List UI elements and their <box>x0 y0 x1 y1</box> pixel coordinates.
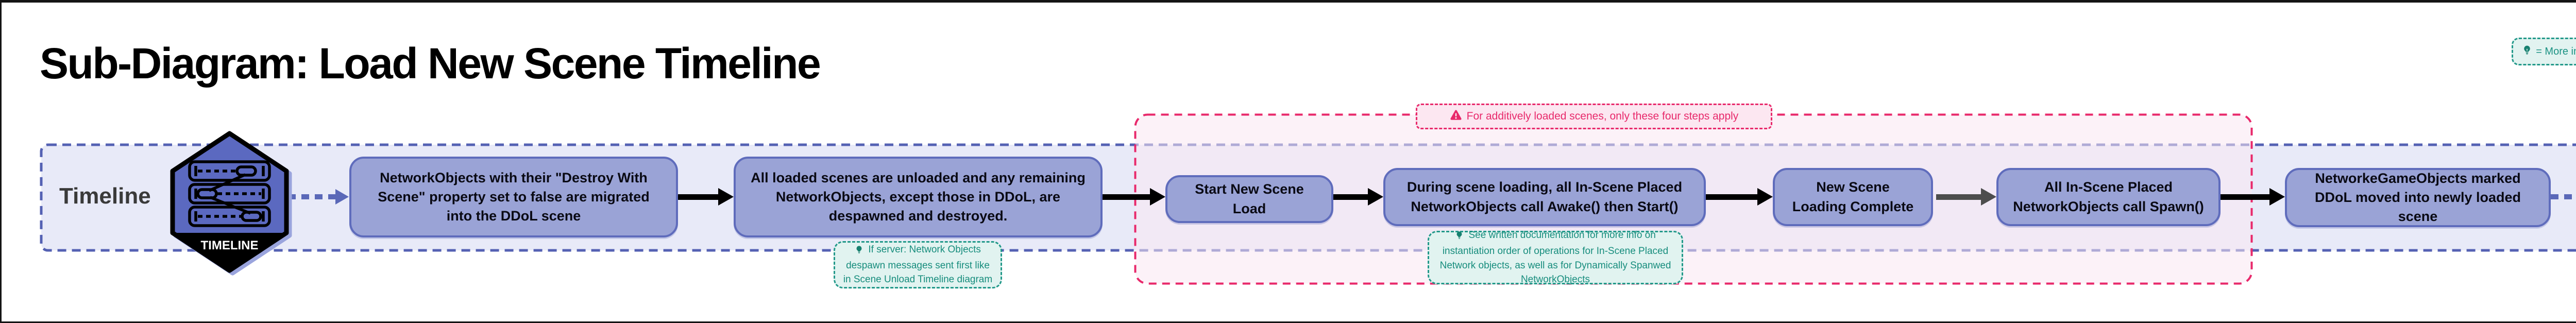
timeline-hexagon-icon: TIMELINE <box>170 131 289 276</box>
arrow-step2-step3 <box>1103 188 1165 206</box>
step-text: All loaded scenes are unloaded and any r… <box>751 169 1086 224</box>
step-awake-then-start: During scene loading, all In-Scene Place… <box>1383 168 1706 226</box>
more-info-legend-badge: = More info <box>2512 38 2576 65</box>
note-instantiation-order-docs: See written documentation for more info … <box>1428 230 1683 285</box>
lightbulb-icon <box>1455 231 1466 242</box>
arrow-step1-step2 <box>678 188 734 206</box>
timeline-hexagon-badge-label: TIMELINE <box>201 239 259 252</box>
step-new-scene-loading-complete: New Scene Loading Complete <box>1773 168 1933 226</box>
lightbulb-icon <box>2522 45 2532 58</box>
connector-step7-to-band-end <box>2551 188 2576 206</box>
more-info-label: = More info <box>2536 45 2576 57</box>
page-title: Sub-Diagram: Load New Scene Timeline <box>40 39 821 88</box>
step-text: NetworkObjects with their "Destroy With … <box>378 169 650 224</box>
arrow-step4-step5 <box>1706 188 1773 206</box>
step-text: All In-Scene Placed NetworkObjects call … <box>2013 179 2204 214</box>
timeline-band-label: Timeline <box>59 183 151 209</box>
additive-group-label: For additively loaded scenes, only these… <box>1416 104 1772 129</box>
step-ddol-moved-into-new-scene: NetworkeGameObjects marked DDoL moved in… <box>2285 168 2551 227</box>
step-text: NetworkeGameObjects marked DDoL moved in… <box>2314 170 2521 225</box>
step-call-spawn: All In-Scene Placed NetworkObjects call … <box>1996 168 2221 226</box>
note-despawn-messages: If server: Network Objects despawn messa… <box>834 241 1002 288</box>
step-destroy-with-scene-migrated: NetworkObjects with their "Destroy With … <box>349 157 678 237</box>
step-scenes-unloaded-despawned: All loaded scenes are unloaded and any r… <box>734 157 1103 237</box>
step-text: New Scene Loading Complete <box>1792 179 1914 214</box>
connector-hexagon-to-step1 <box>288 188 349 206</box>
lightbulb-icon <box>855 246 866 257</box>
arrow-step6-step7 <box>2221 188 2285 206</box>
note-text: See written documentation for more info … <box>1439 230 1671 285</box>
arrow-step3-step4 <box>1333 188 1383 206</box>
arrow-step5-step6 <box>1936 188 1996 206</box>
note-text: If server: Network Objects despawn messa… <box>843 244 993 285</box>
step-start-new-scene-load: Start New Scene Load <box>1165 175 1333 223</box>
warning-icon <box>1450 109 1462 124</box>
step-text: Start New Scene Load <box>1195 181 1304 216</box>
step-text: During scene loading, all In-Scene Place… <box>1406 179 1683 214</box>
additive-group-label-text: For additively loaded scenes, only these… <box>1466 110 1739 122</box>
